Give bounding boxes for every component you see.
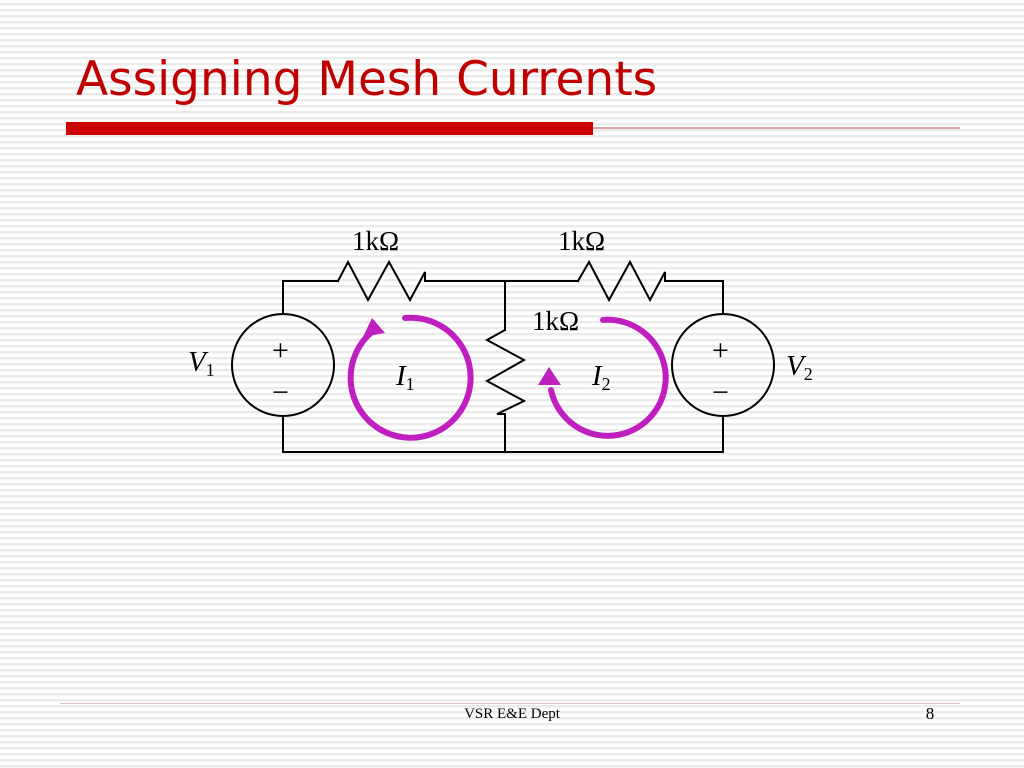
circuit-wires — [231, 259, 775, 453]
source-v1-symbol: V — [188, 346, 206, 378]
mesh-current-i2-symbol: I — [592, 360, 602, 392]
source-v2-label: V2 — [786, 350, 813, 385]
mesh-current-i2-label: I2 — [592, 360, 611, 395]
resistor-top-left-zigzag — [336, 259, 426, 303]
title-underline-thick — [66, 122, 593, 135]
mesh-current-i1-label: I1 — [396, 360, 415, 395]
mesh-current-i2-subscript: 2 — [601, 374, 611, 395]
mesh-current-i1-subscript: 1 — [405, 374, 415, 395]
source-v2-plus-sign: + — [712, 334, 729, 367]
source-v1-minus-sign: − — [272, 376, 289, 409]
source-v1-label: V1 — [188, 346, 215, 381]
source-v1-subscript: 1 — [205, 360, 215, 381]
footer-text: VSR E&E Dept — [464, 706, 560, 722]
resistor-middle-label: 1kΩ — [532, 306, 580, 336]
resistor-middle-zigzag — [484, 328, 527, 415]
page-number: 8 — [925, 704, 935, 723]
resistor-top-right-label: 1kΩ — [558, 226, 606, 256]
source-v2-symbol: V — [786, 350, 804, 382]
resistor-top-right-zigzag — [576, 259, 666, 303]
page-title: Assigning Mesh Currents — [76, 52, 658, 107]
mesh-current-i1-symbol: I — [396, 360, 406, 392]
footer-divider — [60, 703, 960, 704]
source-v2-subscript: 2 — [803, 364, 813, 385]
mesh-current-i2-arrowhead — [538, 367, 561, 385]
source-v2-minus-sign: − — [712, 376, 729, 409]
mesh-current-i1-arrowhead — [363, 318, 385, 337]
resistor-top-left-label: 1kΩ — [352, 226, 400, 256]
source-v1-plus-sign: + — [272, 334, 289, 367]
